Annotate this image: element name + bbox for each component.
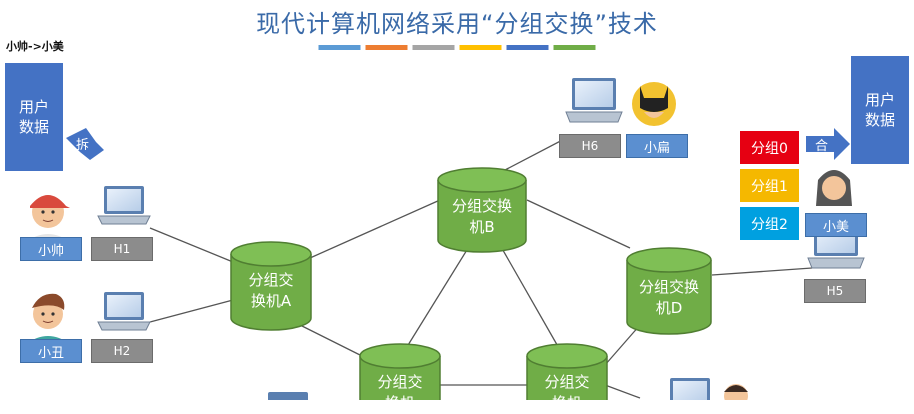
user-data-box-left: 用户 数据 bbox=[5, 63, 63, 171]
user-data-right-line1: 用户 bbox=[864, 90, 895, 109]
switch-b-line2: 机B bbox=[469, 218, 495, 236]
avatar-xiaobian bbox=[632, 82, 676, 126]
switch-b-label: 分组交换 机B bbox=[438, 196, 526, 238]
link-b-c bbox=[404, 244, 471, 351]
network-diagram: 现代计算机网络采用“分组交换”技术 小帅->小美 用户 数据 用户 数据 拆 合… bbox=[5, 10, 909, 400]
host-label-h2: H2 bbox=[91, 339, 153, 363]
title-bar-segment bbox=[459, 45, 502, 50]
title-bar-segment bbox=[506, 45, 549, 50]
laptop-icon-h6 bbox=[565, 78, 623, 123]
link-d-e bbox=[604, 324, 641, 366]
host-label-h5: H5 bbox=[804, 279, 866, 303]
packet-0-label: 分组0 bbox=[751, 140, 788, 157]
user-data-left-line1: 用户 bbox=[18, 97, 49, 116]
avatar-xiaochou bbox=[26, 293, 70, 344]
switch-a-label: 分组交 换机A bbox=[231, 270, 311, 312]
link-b-e bbox=[499, 244, 561, 351]
switch-e-line2: 换机 bbox=[551, 394, 582, 412]
split-label: 拆 bbox=[76, 138, 90, 153]
link-a-b bbox=[309, 199, 441, 259]
switch-e bbox=[526, 343, 608, 400]
switch-a-line1: 分组交 bbox=[248, 271, 294, 289]
packet-0: 分组0 bbox=[740, 131, 799, 164]
avatar-bottom-right bbox=[724, 384, 748, 400]
user-label-xiaobian: 小扁 bbox=[626, 134, 688, 158]
laptop-icon-h2 bbox=[97, 292, 151, 331]
laptop-icon-bottom-left bbox=[268, 392, 308, 400]
split-arrow bbox=[66, 128, 104, 160]
switch-d-line1: 分组交换 bbox=[638, 278, 699, 296]
switch-c-label: 分组交 换机 bbox=[360, 372, 440, 414]
switch-a bbox=[230, 241, 312, 331]
link-h2-a bbox=[149, 299, 234, 323]
switch-c-line1: 分组交 bbox=[377, 373, 423, 391]
user-label-xiaomei: 小美 bbox=[805, 213, 867, 237]
merge-arrow bbox=[806, 128, 850, 160]
title-bar-segment bbox=[365, 45, 408, 50]
user-data-right-line2: 数据 bbox=[864, 111, 895, 129]
switch-b bbox=[437, 167, 527, 253]
link-b-d bbox=[526, 199, 631, 249]
switch-a-line2: 换机A bbox=[250, 292, 292, 310]
packet-2: 分组2 bbox=[740, 207, 799, 240]
host-label-h6: H6 bbox=[559, 134, 621, 158]
switch-e-label: 分组交 换机 bbox=[527, 372, 607, 414]
title-bar-segment bbox=[412, 45, 455, 50]
switch-d bbox=[626, 247, 712, 335]
title-bar-segment bbox=[553, 45, 596, 50]
packet-2-label: 分组2 bbox=[751, 216, 788, 233]
title-bar-segment bbox=[318, 45, 361, 50]
switch-b-line1: 分组交换 bbox=[451, 197, 512, 215]
laptop-icon-h1 bbox=[97, 186, 151, 225]
user-data-box-right: 用户 数据 bbox=[851, 56, 909, 164]
packet-1-label: 分组1 bbox=[751, 178, 788, 195]
switch-e-line1: 分组交 bbox=[544, 373, 590, 391]
diagram-canvas bbox=[26, 45, 865, 400]
laptop-icon-bottom-right bbox=[670, 378, 710, 400]
packet-1: 分组1 bbox=[740, 169, 799, 202]
title-color-bar bbox=[318, 45, 596, 50]
link-e-host bbox=[604, 384, 641, 399]
user-label-xiaoshuai: 小帅 bbox=[20, 237, 82, 261]
switch-c bbox=[359, 343, 441, 400]
page-title: 现代计算机网络采用“分组交换”技术 bbox=[256, 10, 658, 38]
host-label-h1: H1 bbox=[91, 237, 153, 261]
switch-c-line2: 换机 bbox=[384, 394, 415, 412]
avatar-xiaoshuai bbox=[26, 195, 70, 242]
user-label-xiaochou: 小丑 bbox=[20, 339, 82, 363]
merge-label: 合 bbox=[815, 139, 829, 154]
link-h1-a bbox=[149, 227, 234, 263]
link-d-h5 bbox=[711, 267, 813, 276]
switch-d-label: 分组交换 机D bbox=[627, 277, 711, 319]
flow-label: 小帅->小美 bbox=[6, 40, 64, 53]
switch-d-line2: 机D bbox=[655, 299, 683, 317]
user-data-left-line2: 数据 bbox=[18, 118, 49, 136]
